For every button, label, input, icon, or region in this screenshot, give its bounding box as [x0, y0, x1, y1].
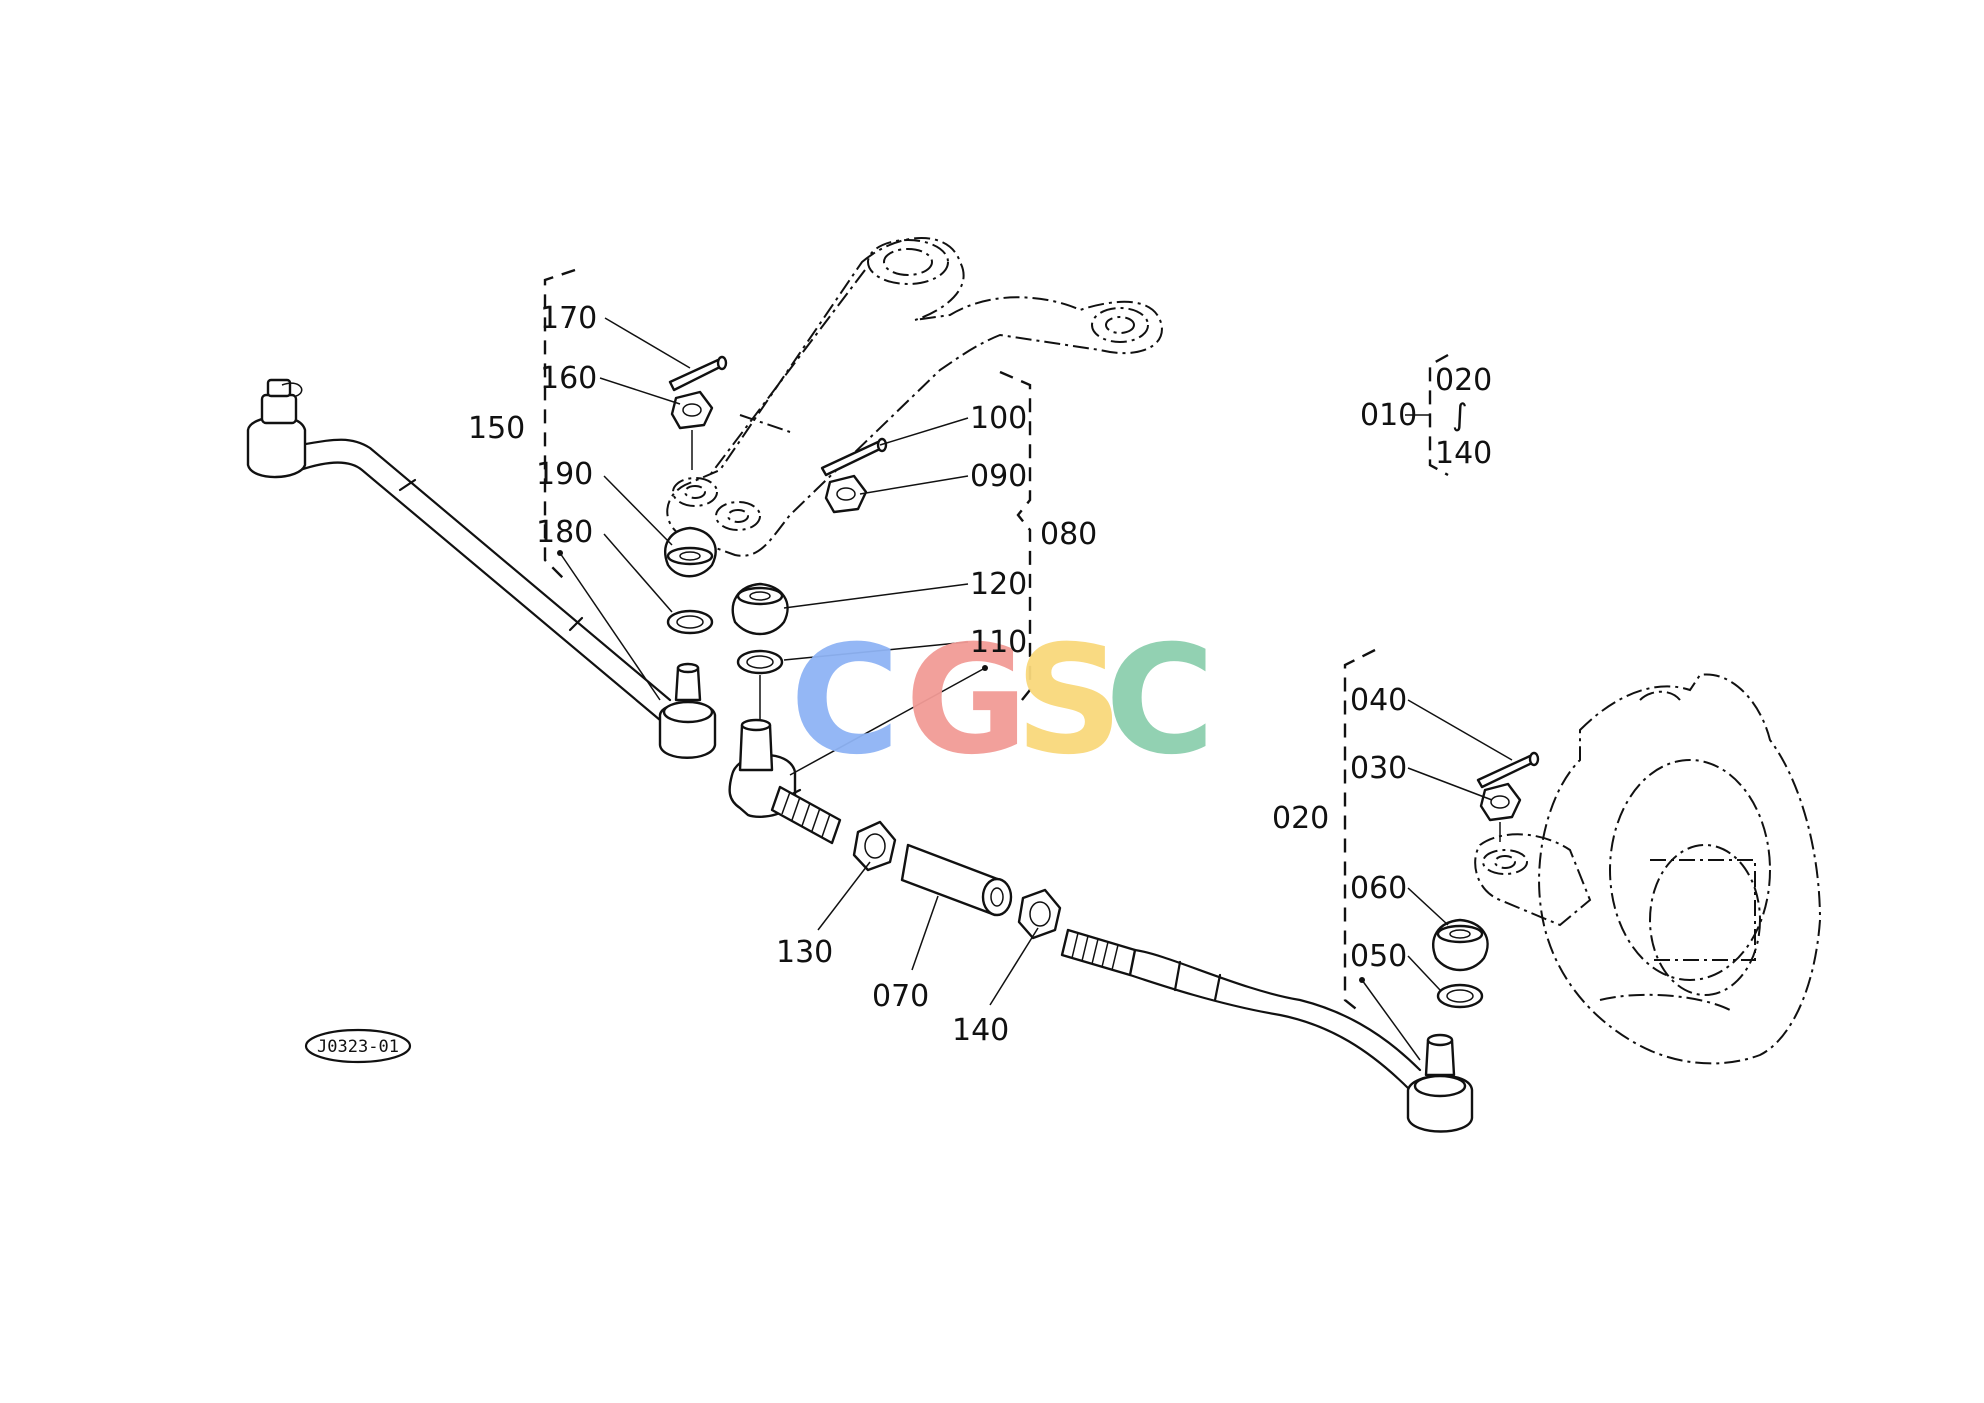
callout-110: 110 — [970, 625, 1027, 660]
drawing-code-badge: J0323-01 — [304, 1028, 412, 1064]
watermark-letter-g: G — [905, 614, 1028, 788]
callout-050: 050 — [1350, 939, 1407, 974]
center-tie-rod — [728, 718, 1474, 1133]
callout-160: 160 — [540, 361, 597, 396]
callout-150: 150 — [468, 411, 525, 446]
steering-knuckle — [1474, 673, 1822, 1065]
callout-140-range: 140 — [1435, 436, 1492, 471]
callout-170: 170 — [540, 301, 597, 336]
callout-130: 130 — [776, 935, 833, 970]
callout-090: 090 — [970, 459, 1027, 494]
callout-020-range: 020 — [1435, 363, 1492, 398]
callout-020: 020 — [1272, 801, 1329, 836]
small-parts — [664, 355, 888, 720]
callout-140: 140 — [952, 1013, 1009, 1048]
watermark-letter-s: S — [1015, 614, 1123, 788]
callout-120: 120 — [970, 567, 1027, 602]
callout-labels: 170 160 150 190 180 100 090 080 120 110 … — [468, 301, 1492, 1048]
callout-190: 190 — [536, 457, 593, 492]
watermark-letter-c2: C — [1105, 614, 1215, 788]
left-tie-rod — [246, 378, 717, 759]
drawing-code: J0323-01 — [317, 1037, 399, 1057]
right-small-parts — [1432, 751, 1540, 1009]
callout-070: 070 — [872, 979, 929, 1014]
leader-lines — [557, 317, 1513, 1061]
callout-180: 180 — [536, 515, 593, 550]
callout-060: 060 — [1350, 871, 1407, 906]
watermark-letter-c1: C — [790, 614, 900, 788]
callout-range-separator: ∫ — [1452, 398, 1468, 433]
callout-030: 030 — [1350, 751, 1407, 786]
callout-080: 080 — [1040, 517, 1097, 552]
pitman-arm — [666, 237, 1163, 557]
callout-010: 010 — [1360, 398, 1417, 433]
callout-040: 040 — [1350, 683, 1407, 718]
callout-100: 100 — [970, 401, 1027, 436]
watermark: C G S C — [790, 614, 1215, 788]
